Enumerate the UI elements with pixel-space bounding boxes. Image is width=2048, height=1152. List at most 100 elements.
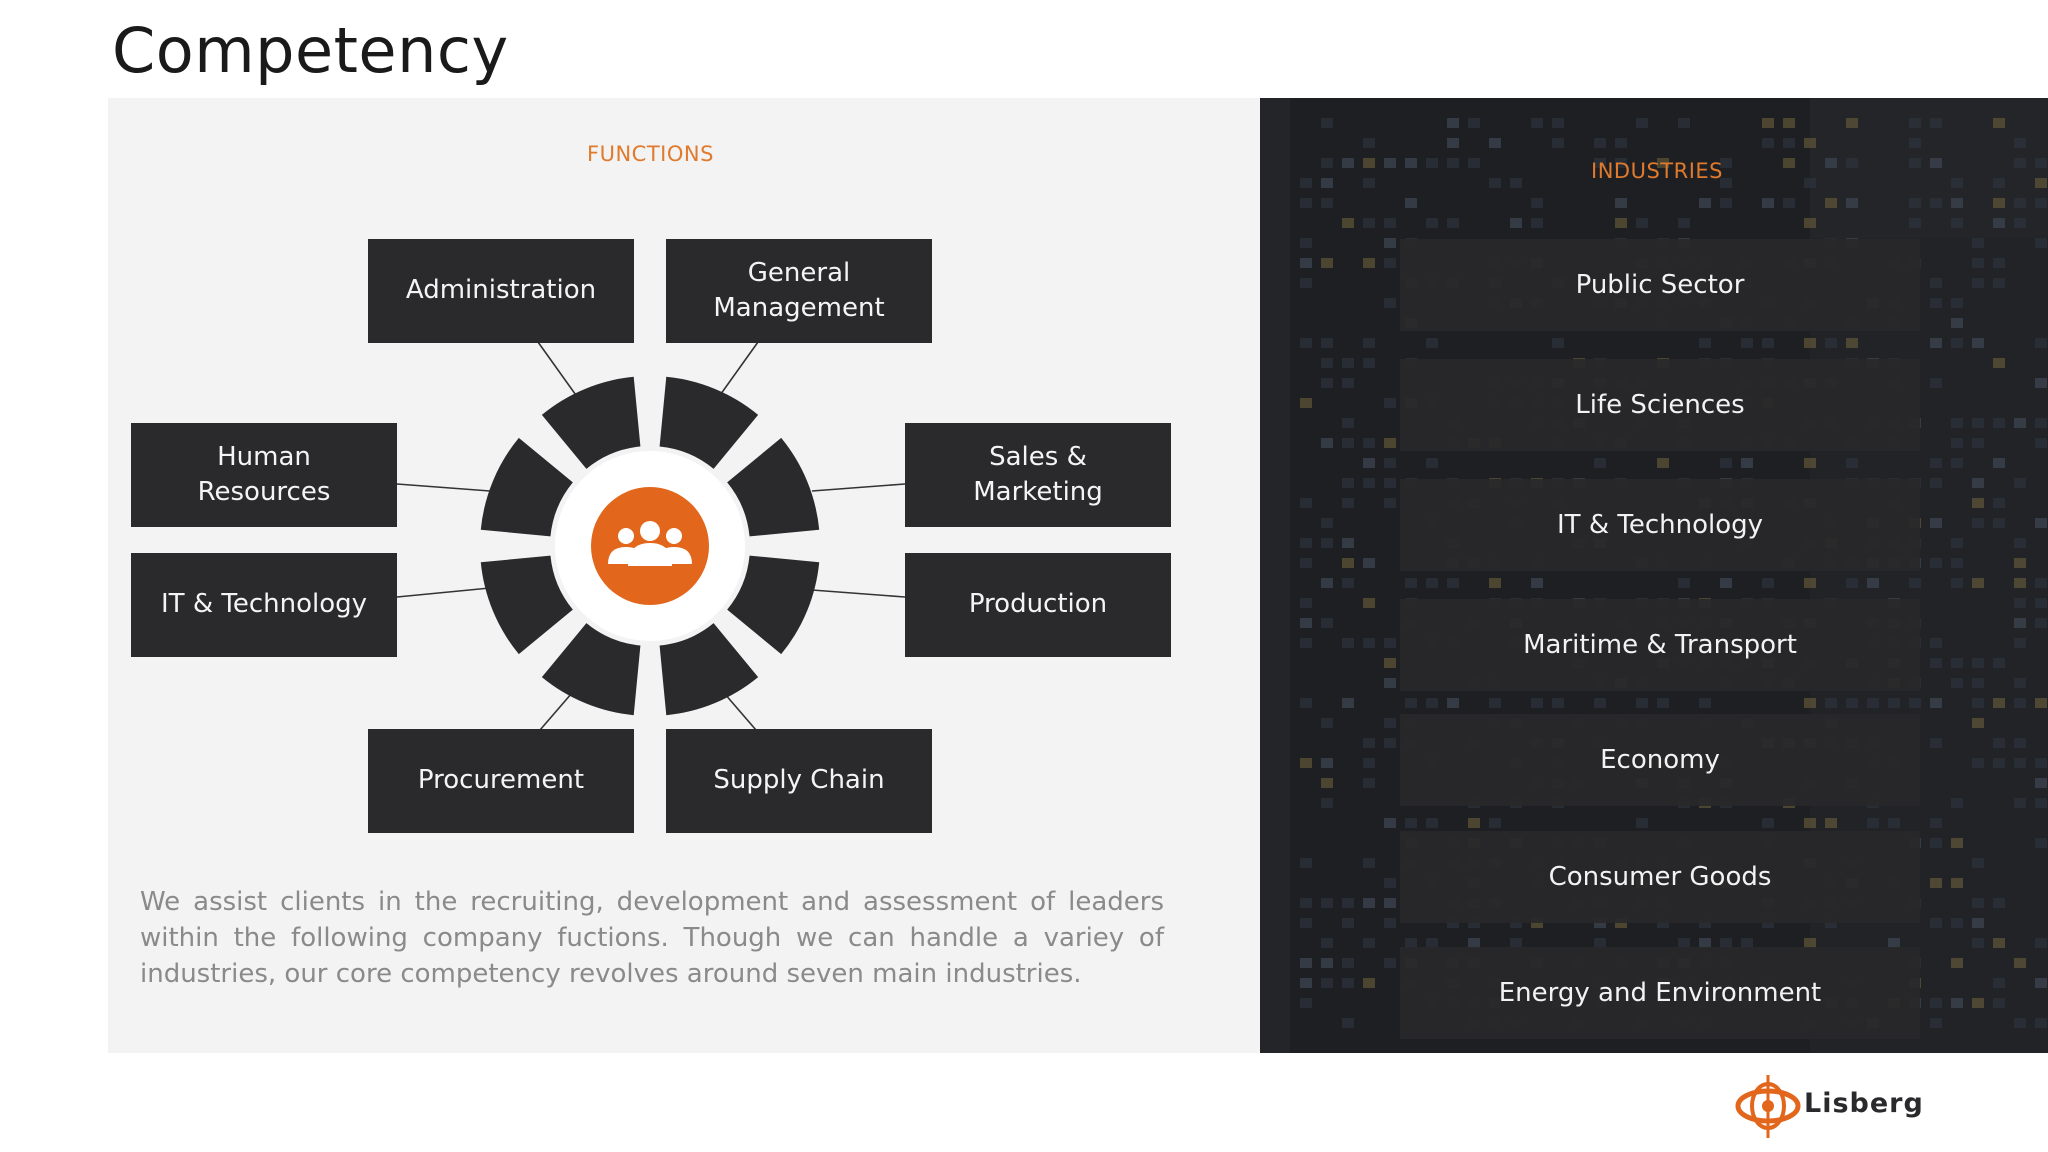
building-window: [1363, 638, 1375, 648]
building-window: [1594, 938, 1606, 948]
building-window: [1972, 698, 1984, 708]
building-window: [1300, 978, 1312, 988]
building-window: [1951, 198, 1963, 208]
building-window: [1384, 678, 1396, 688]
building-window: [1951, 538, 1963, 548]
building-window: [1909, 198, 1921, 208]
building-window: [1972, 658, 1984, 668]
building-window: [1825, 158, 1837, 168]
building-window: [1384, 478, 1396, 488]
building-window: [1930, 918, 1942, 928]
building-window: [1321, 798, 1333, 808]
building-window: [1909, 118, 1921, 128]
building-window: [1867, 578, 1879, 588]
building-window: [1972, 418, 1984, 428]
building-window: [1804, 178, 1816, 188]
building-window: [1804, 818, 1816, 828]
building-window: [1342, 538, 1354, 548]
industry-item-consumer-goods: Consumer Goods: [1400, 831, 1920, 923]
building-window: [2035, 518, 2047, 528]
building-window: [1447, 918, 1459, 928]
building-window: [1426, 338, 1438, 348]
building-window: [1993, 178, 2005, 188]
building-window: [1930, 1018, 1942, 1028]
building-window: [1930, 278, 1942, 288]
building-window: [1825, 918, 1837, 928]
building-window: [1825, 698, 1837, 708]
building-window: [1300, 918, 1312, 928]
functions-description: We assist clients in the recruiting, dev…: [140, 887, 1164, 989]
building-window: [1930, 338, 1942, 348]
building-window: [1909, 218, 1921, 228]
building-window: [1384, 298, 1396, 308]
building-window: [1615, 198, 1627, 208]
building-window: [1384, 238, 1396, 248]
building-window: [1930, 378, 1942, 388]
building-window: [1405, 198, 1417, 208]
building-window: [1657, 158, 1669, 168]
building-window: [1783, 198, 1795, 208]
building-window: [1951, 338, 1963, 348]
building-window: [1720, 198, 1732, 208]
building-window: [1993, 118, 2005, 128]
building-window: [1342, 478, 1354, 488]
building-window: [1300, 338, 1312, 348]
building-window: [2035, 378, 2047, 388]
building-window: [1972, 858, 1984, 868]
building-window: [1552, 698, 1564, 708]
building-window: [1300, 238, 1312, 248]
building-window: [1321, 518, 1333, 528]
building-window: [2035, 698, 2047, 708]
building-window: [1384, 398, 1396, 408]
building-window: [1300, 698, 1312, 708]
building-window: [1867, 698, 1879, 708]
building-window: [2014, 638, 2026, 648]
building-window: [1972, 898, 1984, 908]
building-window: [1384, 158, 1396, 168]
building-window: [1321, 578, 1333, 588]
building-window: [1657, 458, 1669, 468]
building-window: [1300, 278, 1312, 288]
building-window: [2014, 958, 2026, 968]
industry-item-it-technology: IT & Technology: [1400, 479, 1920, 571]
building-window: [1762, 338, 1774, 348]
industry-item-life-sciences: Life Sciences: [1400, 359, 1920, 451]
building-window: [2035, 978, 2047, 988]
building-window: [2014, 578, 2026, 588]
building-window: [1636, 118, 1648, 128]
building-window: [1951, 418, 1963, 428]
building-window: [1678, 118, 1690, 128]
building-window: [1930, 638, 1942, 648]
building-window: [1741, 458, 1753, 468]
building-window: [1300, 498, 1312, 508]
building-window: [1489, 698, 1501, 708]
building-window: [1468, 938, 1480, 948]
page-title: Competency: [112, 14, 509, 87]
building-window: [1930, 518, 1942, 528]
building-window: [1426, 818, 1438, 828]
building-window: [2035, 338, 2047, 348]
building-window: [1384, 718, 1396, 728]
building-window: [1930, 878, 1942, 888]
building-window: [1972, 278, 1984, 288]
building-window: [1342, 498, 1354, 508]
building-window: [1972, 998, 1984, 1008]
building-window: [1468, 918, 1480, 928]
industry-item-economy: Economy: [1400, 714, 1920, 806]
function-box-it-technology: IT & Technology: [131, 553, 397, 657]
building-window: [1699, 338, 1711, 348]
building-window: [1447, 218, 1459, 228]
building-window: [1972, 918, 1984, 928]
building-window: [1930, 118, 1942, 128]
building-window: [2014, 1018, 2026, 1028]
building-window: [1930, 298, 1942, 308]
building-window: [2035, 618, 2047, 628]
building-window: [1993, 758, 2005, 768]
building-window: [2035, 758, 2047, 768]
building-window: [1405, 938, 1417, 948]
building-window: [1636, 818, 1648, 828]
building-window: [1804, 458, 1816, 468]
building-window: [1384, 638, 1396, 648]
building-window: [1321, 538, 1333, 548]
building-window: [1594, 698, 1606, 708]
